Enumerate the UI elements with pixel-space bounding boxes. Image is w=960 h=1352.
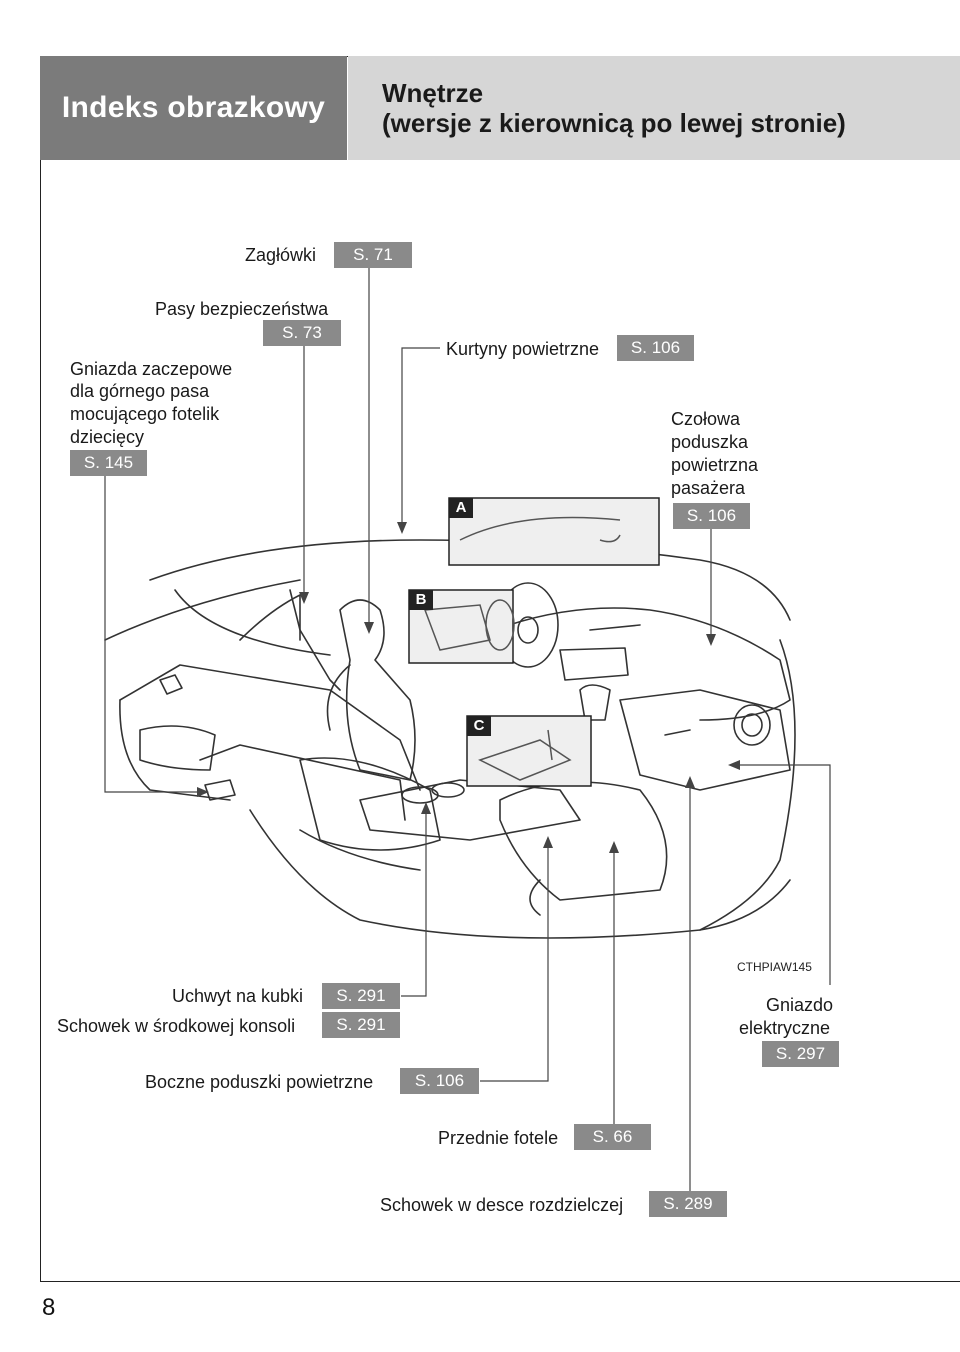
page-title-line2: (wersje z kierownicą po lewej stronie) <box>382 108 846 138</box>
headrests-ref-badge[interactable]: S. 71 <box>334 242 412 268</box>
side-airbags-label: Boczne poduszki powietrzne <box>145 1072 374 1092</box>
passenger-airbag-label-line2: poduszka <box>671 432 749 452</box>
tether-anchors-ref-badge[interactable]: S. 145 <box>70 450 147 476</box>
leader-curtain-airbags <box>401 347 440 530</box>
leader-arrowheads <box>197 522 740 853</box>
seatbelts-ref-badge[interactable]: S. 73 <box>263 320 341 346</box>
leader-side-airbags <box>480 840 549 1082</box>
tether-anchors-label-line2: dla górnego pasa <box>70 381 210 401</box>
headrests-label: Zagłówki <box>245 245 317 265</box>
curtain-airbags-label: Kurtyny powietrzne <box>446 339 600 359</box>
tether-anchors-label-line4: dziecięcy <box>70 427 145 447</box>
passenger-airbag-label-line3: powietrzna <box>671 455 759 475</box>
power-outlet-ref-badge[interactable]: S. 297 <box>762 1041 839 1067</box>
power-outlet-label-line1: Gniazdo <box>766 995 834 1015</box>
page-title-block: Wnętrze (wersje z kierownicą po lewej st… <box>348 56 960 160</box>
leader-tether-anchors <box>104 474 205 793</box>
glove-box-label: Schowek w desce rozdzielczej <box>380 1195 624 1215</box>
cup-holders-ref-badge[interactable]: S. 291 <box>322 983 400 1009</box>
inset-a-tag: A <box>449 498 473 518</box>
power-outlet-label-line2: elektryczne <box>739 1018 831 1038</box>
curtain-airbags-ref-badge[interactable]: S. 106 <box>617 335 694 361</box>
page-number: 8 <box>42 1294 56 1321</box>
section-tab: Indeks obrazkowy <box>40 56 347 160</box>
side-airbags-ref-badge[interactable]: S. 106 <box>400 1068 479 1094</box>
leader-cup-holders <box>401 806 427 997</box>
inset-b-tag: B <box>409 590 433 610</box>
image-code: CTHPIAW145 <box>737 960 812 974</box>
console-box-label: Schowek w środkowej konsoli <box>57 1016 296 1036</box>
passenger-airbag-ref-badge[interactable]: S. 106 <box>673 503 750 529</box>
passenger-airbag-label-line4: pasażera <box>671 478 746 498</box>
section-title: Indeks obrazkowy <box>61 91 326 124</box>
inset-c-tag: C <box>467 716 491 736</box>
seatbelts-label: Pasy bezpieczeństwa <box>155 299 329 319</box>
passenger-airbag-label-line1: Czołowa <box>671 409 741 429</box>
glove-box-ref-badge[interactable]: S. 289 <box>649 1191 727 1217</box>
inset-a <box>448 497 660 566</box>
console-box-ref-badge[interactable]: S. 291 <box>322 1012 400 1038</box>
leader-power-outlet <box>732 764 831 985</box>
front-seats-label: Przednie fotele <box>438 1128 559 1148</box>
tether-anchors-label-line3: mocującego fotelik <box>70 404 220 424</box>
cup-holders-label: Uchwyt na kubki <box>172 986 304 1006</box>
leader-lines <box>104 268 831 1192</box>
tether-anchors-label-line1: Gniazda zaczepowe <box>70 359 233 379</box>
page-title-line1: Wnętrze <box>382 78 484 108</box>
front-seats-ref-badge[interactable]: S. 66 <box>574 1124 651 1150</box>
